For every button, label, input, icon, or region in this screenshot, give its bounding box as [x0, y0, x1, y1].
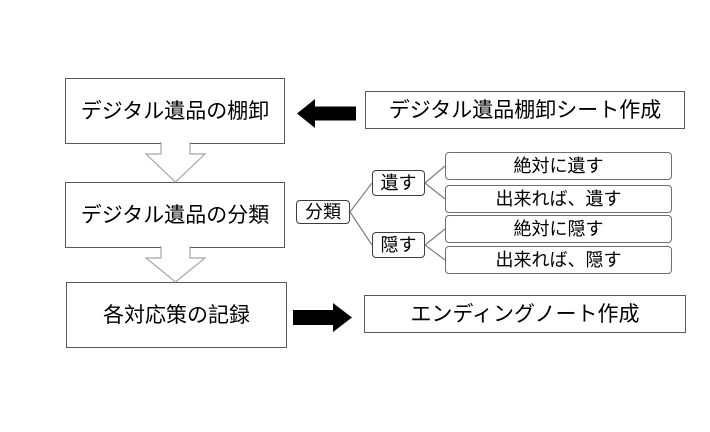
leaf-absolutely-hide: 絶対に隠す	[445, 215, 672, 243]
flow-step-record: 各対応策の記録	[66, 282, 287, 348]
artifact-inventory-sheet: デジタル遺品棚卸シート作成	[365, 91, 685, 129]
leaf-if-possible-keep: 出来れば、遺す	[445, 185, 672, 213]
left-arrow-icon	[297, 99, 356, 128]
right-arrow-icon	[293, 303, 352, 332]
connector-root-hide	[349, 211, 373, 246]
down-arrow-1-icon	[144, 142, 207, 183]
artifact-ending-note: エンディングノート作成	[364, 295, 686, 333]
flow-step-inventory: デジタル遺品の棚卸	[65, 78, 285, 144]
flow-step-classification: デジタル遺品の分類	[65, 182, 285, 248]
leaf-absolutely-keep: 絶対に遺す	[445, 152, 672, 180]
connector-hide-leaf2	[424, 244, 446, 261]
tree-branch-hide: 隠す	[372, 232, 425, 258]
connector-keep-leaf2	[424, 182, 446, 200]
down-arrow-2-icon	[144, 246, 207, 283]
connector-hide-leaf1	[424, 228, 446, 246]
tree-branch-keep: 遺す	[372, 170, 425, 196]
connector-root-keep	[349, 182, 373, 213]
leaf-if-possible-hide: 出来れば、隠す	[445, 246, 672, 274]
tree-root-classification: 分類	[296, 200, 350, 224]
connector-keep-leaf1	[424, 165, 446, 184]
